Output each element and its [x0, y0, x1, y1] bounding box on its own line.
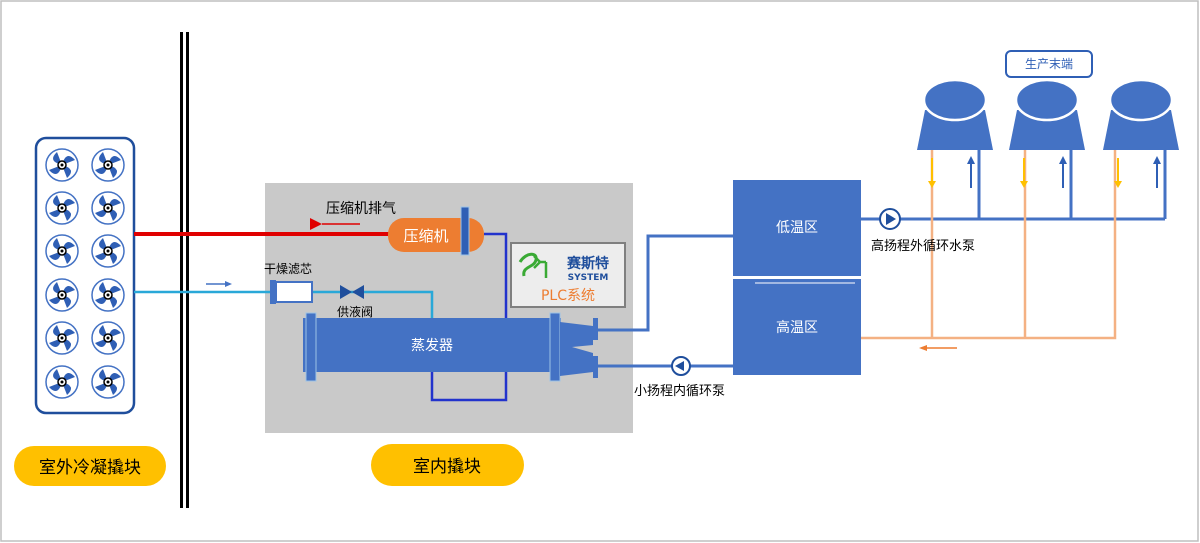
suction-pipe: [430, 232, 508, 402]
terminal-group: [917, 78, 1179, 188]
evaporator-label: 蒸发器: [411, 338, 453, 354]
brand-en: SYSTEM: [568, 273, 609, 283]
fan-icon: [91, 191, 125, 225]
fan-icon: [45, 234, 79, 268]
liquid-arrow-head: [225, 281, 232, 287]
terminal-unit: [917, 78, 993, 188]
fan-icon: [45, 365, 79, 399]
supply-pipe: [598, 234, 733, 332]
valve-label: 供液阀: [337, 304, 373, 319]
dryer-cap-left: [270, 280, 276, 304]
indoor-label-pill: [371, 444, 524, 486]
inner-pump-arrow: [675, 361, 684, 371]
high-temp-label: 高温区: [776, 319, 818, 336]
dryer-filter: [275, 281, 313, 303]
fan-icon: [91, 148, 125, 182]
low-temp-label: 低温区: [776, 220, 818, 236]
dryer-label: 干燥滤芯: [264, 262, 312, 276]
fan-icon: [91, 234, 125, 268]
fan-icon: [45, 191, 79, 225]
return-main: [861, 150, 1117, 340]
outdoor-label: 室外冷凝撬块: [39, 458, 141, 478]
wall-line-left: [180, 32, 183, 508]
indoor-label: 室内撬块: [413, 457, 481, 477]
nozzle-lower: [593, 356, 598, 378]
return-arrow-head: [919, 345, 927, 351]
compressor-flange: [460, 206, 470, 256]
fan-icon: [91, 365, 125, 399]
terminals-label-box: [1005, 50, 1093, 78]
fan-grid: [45, 148, 125, 399]
inner-pump-label: 小扬程内循环泵: [634, 383, 725, 399]
high-temp-tank: [733, 279, 861, 375]
sst-logo-icon: [518, 252, 548, 278]
fan-icon: [91, 278, 125, 312]
wall-line-right: [186, 32, 189, 508]
liquid-pipe: [134, 290, 434, 318]
terminals-label: 生产末端: [1025, 57, 1073, 71]
evaporator-head: [560, 322, 593, 376]
terminal-unit: [1103, 78, 1179, 188]
outer-pump-arrow: [886, 213, 896, 225]
valve-icon: [340, 285, 364, 299]
low-temp-tank: [733, 180, 861, 276]
compressor: [388, 218, 484, 252]
fan-icon: [45, 278, 79, 312]
plc-label: PLC系统: [541, 288, 595, 304]
fan-icon: [45, 148, 79, 182]
terminal-unit: [1009, 78, 1085, 188]
evaporator-flange-right: [549, 312, 561, 382]
evaporator: [303, 318, 561, 372]
evaporator-flange-left: [305, 312, 317, 382]
outdoor-label-pill: [14, 446, 166, 486]
compressor-exhaust-label: 压缩机排气: [326, 201, 396, 217]
compressor-label: 压缩机: [403, 227, 448, 245]
fan-icon: [91, 321, 125, 355]
fan-icon: [45, 321, 79, 355]
nozzle-upper: [593, 318, 598, 340]
outer-pump-label: 高扬程外循环水泵: [871, 238, 975, 254]
brand-cn: 赛斯特: [566, 255, 609, 272]
